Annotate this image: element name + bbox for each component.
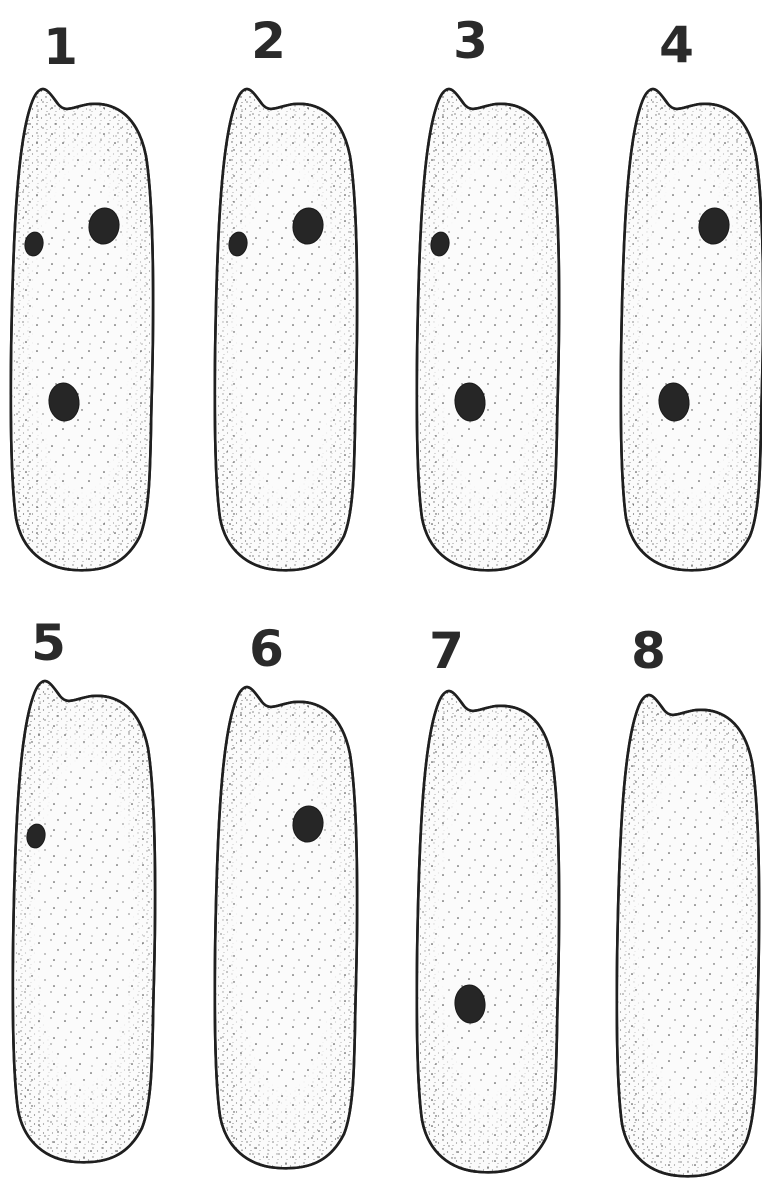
specimen-body: [617, 695, 759, 1176]
specimen-body: [417, 691, 559, 1172]
figure-label: 3: [453, 12, 487, 70]
specimen-body: [11, 89, 153, 570]
figure-label: 7: [429, 622, 463, 680]
specimen-body: [621, 89, 762, 570]
figure-8: 8: [617, 622, 759, 1176]
figure-label: 5: [31, 614, 65, 672]
figure-2: 2: [215, 12, 357, 570]
figure-6: 6: [215, 620, 357, 1168]
figure-3: 3: [417, 12, 559, 570]
figure-1: 1: [11, 18, 153, 570]
specimen-body: [417, 89, 559, 570]
figure-label: 8: [631, 622, 665, 680]
specimen-body: [13, 681, 155, 1162]
figure-label: 6: [249, 620, 283, 678]
figure-label: 4: [659, 16, 693, 74]
figure-label: 2: [251, 12, 285, 70]
figure-7: 7: [417, 622, 559, 1172]
specimen-body: [215, 89, 357, 570]
specimen-body: [215, 687, 357, 1168]
figure-4: 4: [621, 16, 762, 570]
figure-label: 1: [43, 18, 77, 76]
figure-5: 5: [13, 614, 155, 1162]
